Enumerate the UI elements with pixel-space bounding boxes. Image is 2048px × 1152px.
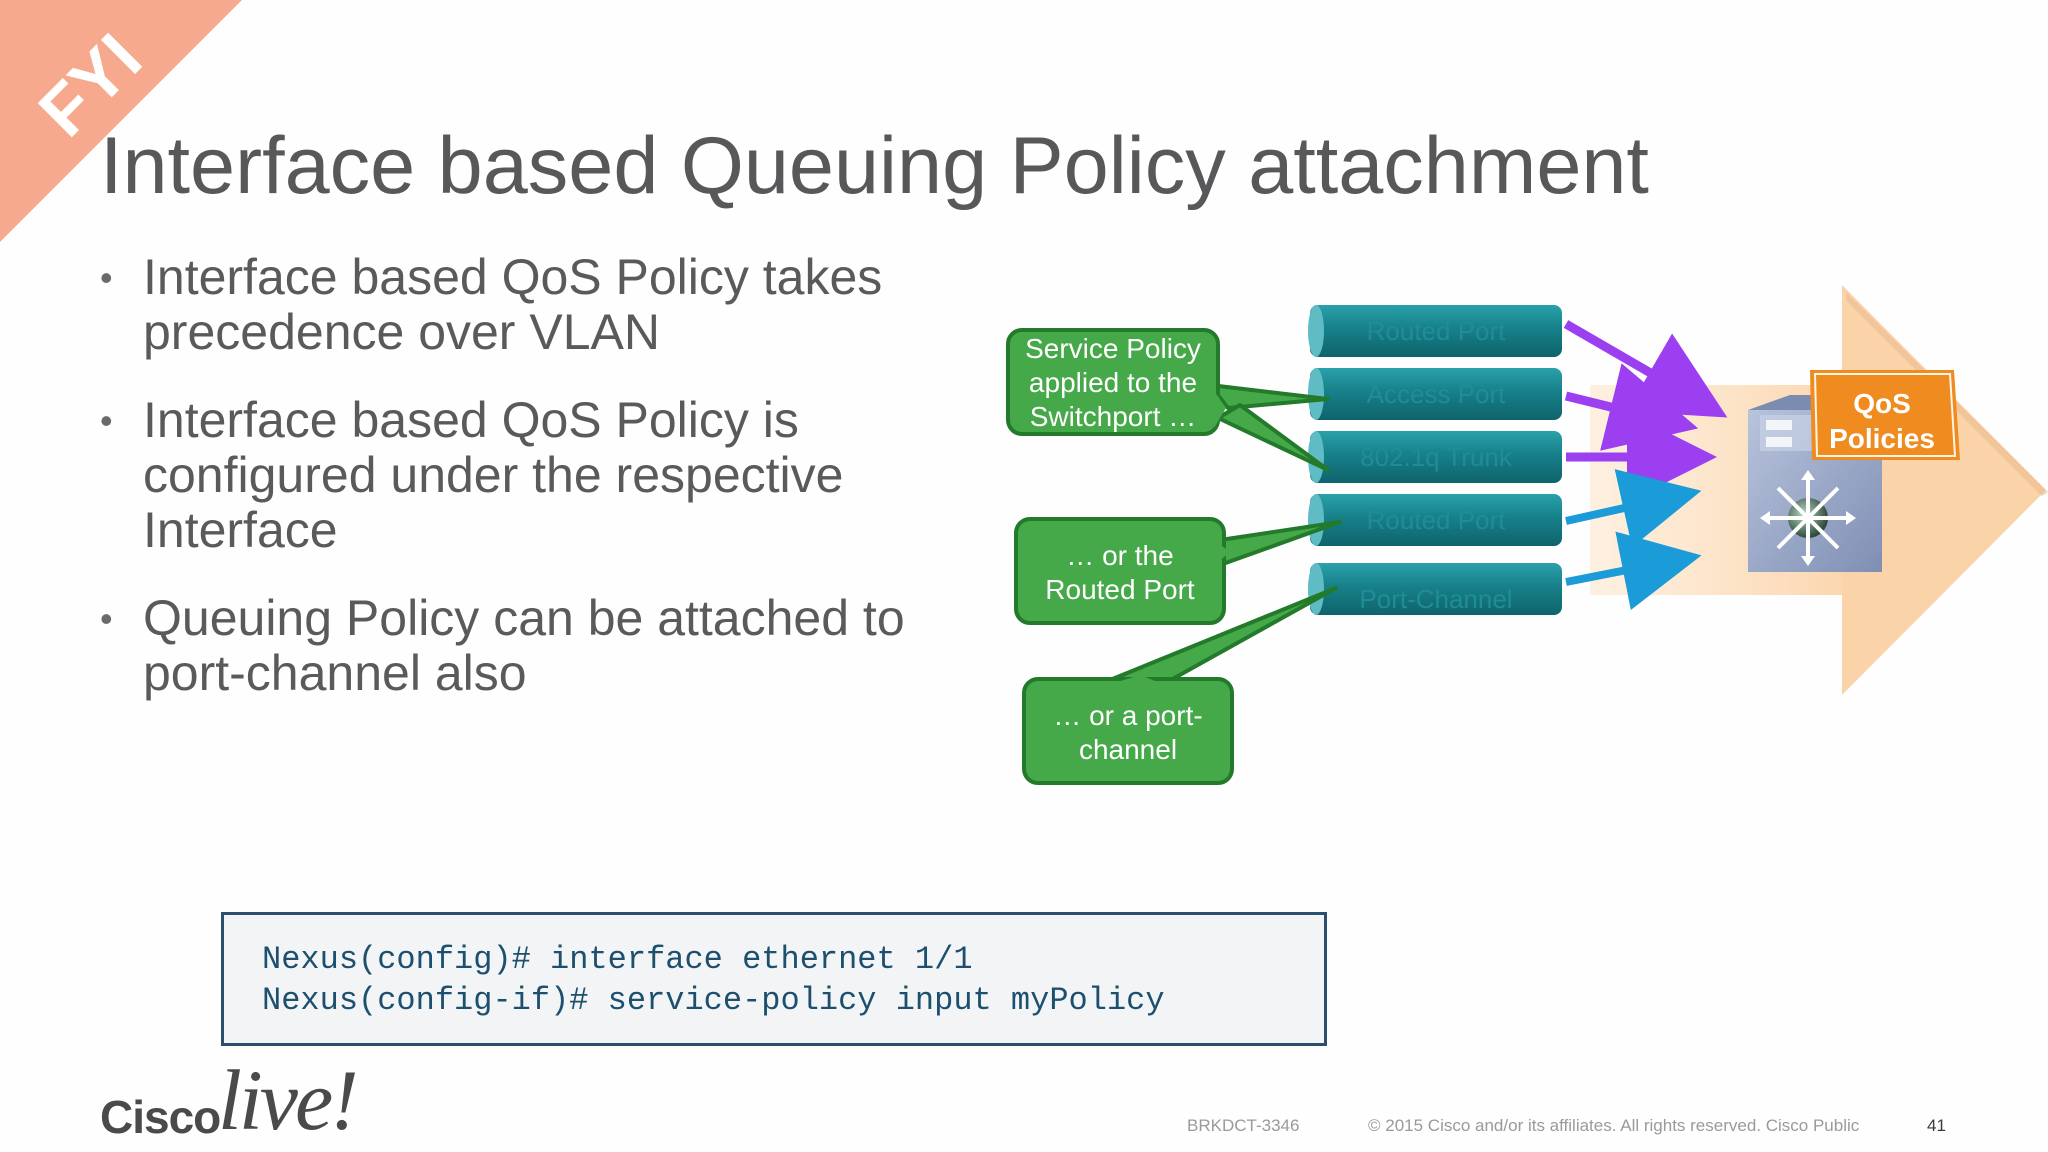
bullet-text: Interface based QoS Policy takes precede… [143, 249, 883, 360]
bullet-dot-icon: • [100, 598, 113, 639]
port-label: Port-Channel [1359, 584, 1512, 614]
callout-service-policy: Service Policy applied to the Switchport… [1006, 328, 1330, 472]
blue-arrow-icon [1565, 469, 1702, 548]
logo-cisco-text: Cisco [100, 1091, 221, 1143]
fyi-triangle [0, 0, 242, 242]
bullet-text: Queuing Policy can be attached to port-c… [143, 590, 905, 701]
callout-line: … or a port- [1053, 700, 1202, 731]
port-label: Routed Port [1367, 505, 1507, 535]
port-pipe: Port-Channel [1308, 563, 1562, 615]
bullet-list: • Interface based QoS Policy takes prece… [100, 250, 980, 734]
slide-title: Interface based Queuing Policy attachmen… [100, 121, 1649, 211]
page-number: 41 [1927, 1116, 1946, 1135]
callout-routed-port: … or the Routed Port [1014, 517, 1342, 625]
bullet-dot-icon: • [100, 400, 113, 441]
bullet-text: Interface based QoS Policy is configured… [143, 392, 844, 558]
bullet-item: • Interface based QoS Policy takes prece… [100, 250, 980, 360]
cli-config-box: Nexus(config)# interface ethernet 1/1 Ne… [221, 912, 1327, 1046]
port-pipe: Routed Port [1308, 494, 1562, 546]
session-id: BRKDCT-3346 [1187, 1116, 1300, 1135]
bullet-item: • Interface based QoS Policy is configur… [100, 393, 980, 558]
port-label: 802.1q Trunk [1360, 442, 1513, 472]
copyright: © 2015 Cisco and/or its affiliates. All … [1368, 1116, 1860, 1135]
port-label: Access Port [1367, 379, 1506, 409]
logo-live-text: live! [218, 1052, 359, 1148]
callout-line: channel [1079, 734, 1177, 765]
port-pipe: 802.1q Trunk [1308, 431, 1562, 483]
callout-line: … or the [1066, 540, 1173, 571]
qos-label-line: QoS [1853, 388, 1911, 419]
bullet-dot-icon: • [100, 257, 113, 298]
bullet-item: • Queuing Policy can be attached to port… [100, 591, 980, 701]
port-pipe: Routed Port [1308, 305, 1562, 357]
callout-line: Routed Port [1045, 574, 1195, 605]
cli-line: Nexus(config)# interface ethernet 1/1 [262, 941, 973, 978]
callout-line: Service Policy [1025, 333, 1201, 364]
port-label: Routed Port [1367, 316, 1507, 346]
port-pipe: Access Port [1308, 368, 1562, 420]
cisco-live-logo: Cisco live! [100, 1050, 360, 1148]
qos-policies-badge: QoS Policies [1810, 370, 1960, 460]
callout-line: Switchport … [1030, 401, 1197, 432]
callout-line: applied to the [1029, 367, 1197, 398]
callout-port-channel: … or a port- channel [1022, 586, 1338, 785]
cli-line: Nexus(config-if)# service-policy input m… [262, 982, 1165, 1019]
blue-arrow-icon [1565, 531, 1702, 611]
fyi-badge: FYI [0, 0, 245, 245]
qos-label-line: Policies [1829, 423, 1935, 454]
